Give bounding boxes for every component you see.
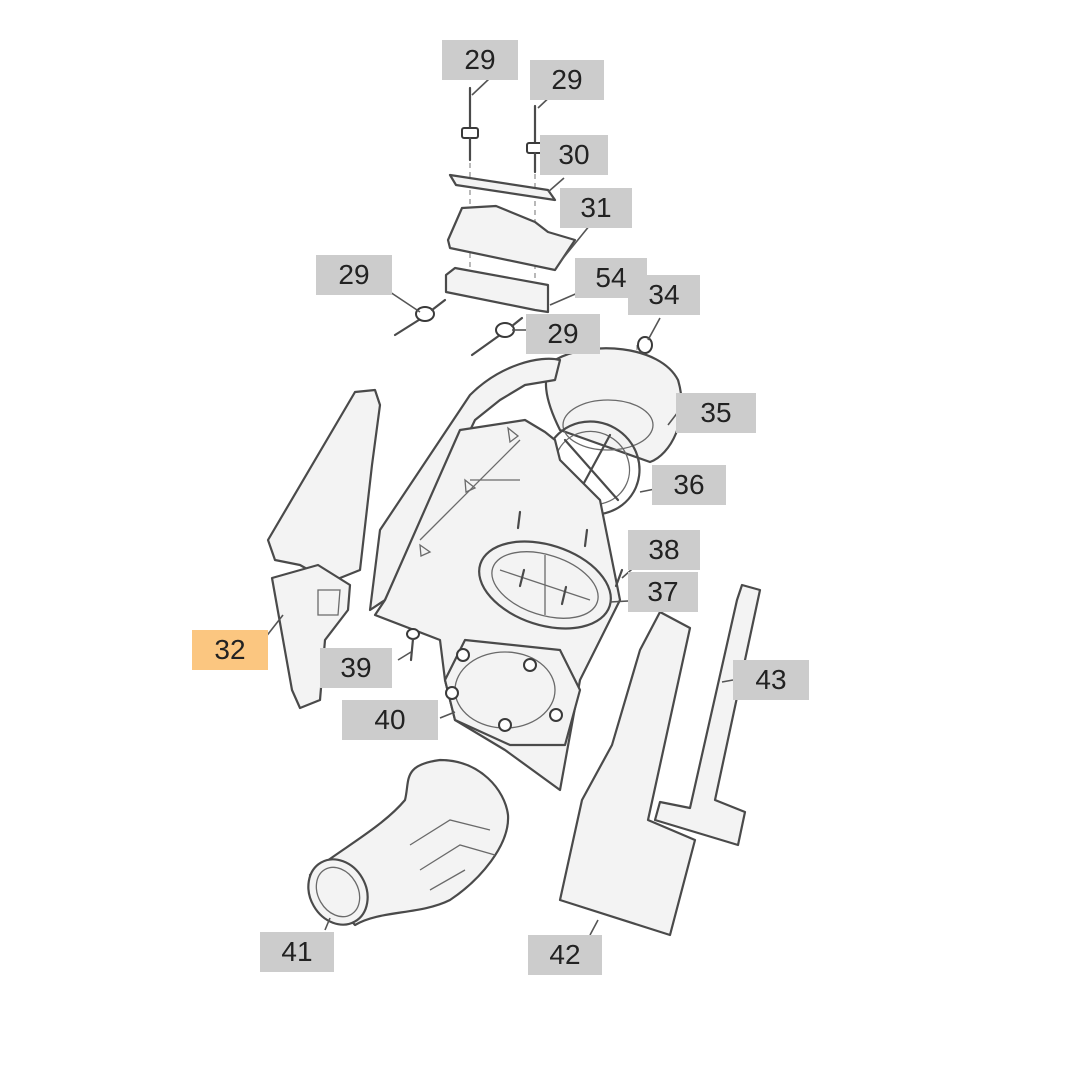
- callout-40[interactable]: 40: [342, 700, 438, 740]
- bolt-29-left: [461, 86, 479, 162]
- plate-30: [448, 173, 557, 202]
- tube-41: [307, 758, 510, 927]
- callout-29[interactable]: 29: [530, 60, 604, 100]
- callout-29[interactable]: 29: [526, 314, 600, 354]
- callout-31[interactable]: 31: [560, 188, 632, 228]
- callout-29[interactable]: 29: [442, 40, 518, 80]
- callout-41[interactable]: 41: [260, 932, 334, 972]
- screws-38: [516, 510, 624, 606]
- plate-54: [444, 266, 550, 314]
- seal-42: [558, 610, 697, 937]
- screw-39: [406, 628, 420, 662]
- callout-35[interactable]: 35: [676, 393, 756, 433]
- grille-37: [478, 540, 612, 630]
- callout-36[interactable]: 36: [652, 465, 726, 505]
- callout-38[interactable]: 38: [628, 530, 700, 570]
- callout-42[interactable]: 42: [528, 935, 602, 975]
- callout-37[interactable]: 37: [628, 572, 698, 612]
- bolt-29-side-right: [470, 316, 524, 357]
- callout-30[interactable]: 30: [540, 135, 608, 175]
- callout-43[interactable]: 43: [733, 660, 809, 700]
- callout-29[interactable]: 29: [316, 255, 392, 295]
- bolt-29-side-left: [393, 298, 447, 337]
- callout-34[interactable]: 34: [628, 275, 700, 315]
- panel-32: [266, 388, 382, 710]
- callout-32-highlighted[interactable]: 32: [192, 630, 268, 670]
- callout-39[interactable]: 39: [320, 648, 392, 688]
- flange-40: [443, 638, 582, 747]
- bracket-31: [446, 204, 577, 272]
- cover-35: [544, 347, 683, 464]
